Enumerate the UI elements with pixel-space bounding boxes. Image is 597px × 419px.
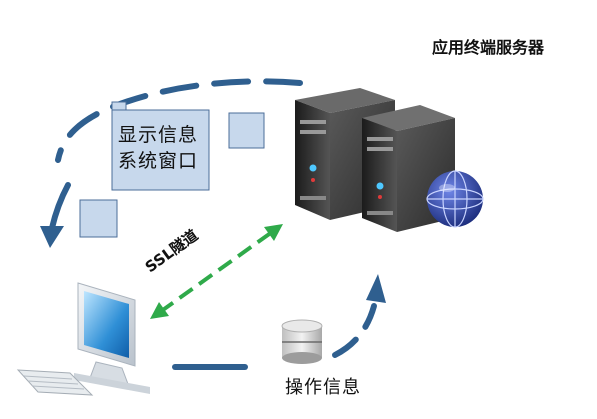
operation-info-label: 操作信息 bbox=[285, 377, 361, 398]
flow-arrow-top bbox=[55, 78, 303, 163]
database-icon bbox=[281, 319, 323, 364]
flow-arrow-left bbox=[49, 182, 71, 231]
panel-label-display-info: 显示信息 bbox=[118, 124, 199, 146]
globe-icon bbox=[426, 170, 484, 228]
panel-label-system-window: 系统窗口 bbox=[118, 150, 199, 172]
flow-arrow-bottom-right bbox=[332, 303, 377, 358]
ssl-arrowhead-down bbox=[150, 302, 169, 319]
flow-arrowhead-left bbox=[40, 226, 64, 248]
panel-square-bottom bbox=[79, 199, 118, 238]
panel-square-top bbox=[228, 112, 265, 149]
display-window-panel bbox=[111, 109, 210, 191]
ssl-arrowhead-up bbox=[264, 224, 283, 241]
keyboard-icon bbox=[16, 369, 94, 396]
computer-icon bbox=[74, 282, 150, 394]
server-title: 应用终端服务器 bbox=[432, 38, 545, 57]
flow-arrowhead-up bbox=[366, 274, 386, 303]
